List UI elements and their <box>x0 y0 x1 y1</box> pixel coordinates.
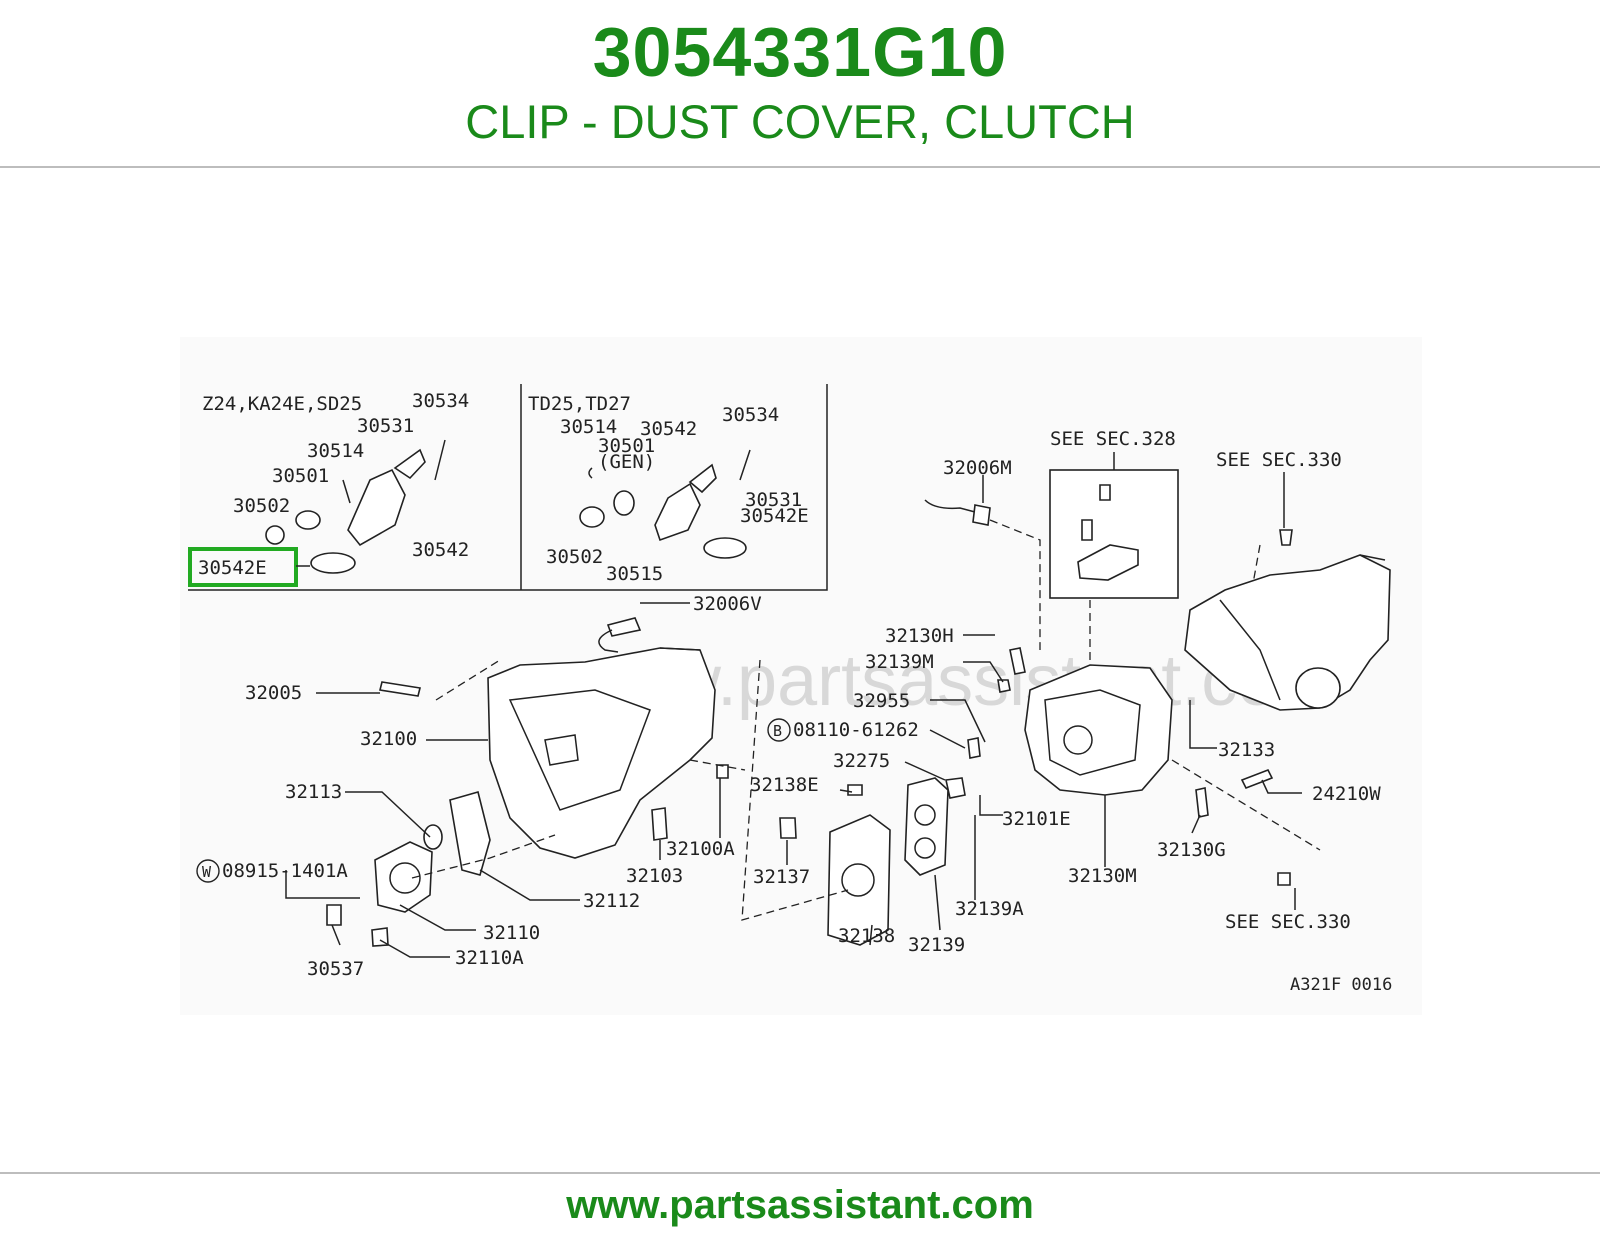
label-30501-right: 30501 <box>598 435 655 457</box>
transmission-case <box>967 647 1274 818</box>
label-32110[interactable]: 32110 <box>483 922 540 944</box>
rear-extension-housing <box>1184 529 1391 886</box>
label-30542-right: 30542 <box>640 418 697 440</box>
b-badge-icon <box>767 718 791 742</box>
highlight-box <box>188 547 298 587</box>
cover-plate <box>1077 544 1139 581</box>
label-32006M[interactable]: 32006M <box>943 457 1012 479</box>
header-divider <box>0 166 1600 168</box>
label-32133[interactable]: 32133 <box>1218 739 1275 761</box>
label-32130G[interactable]: 32130G <box>1157 839 1226 861</box>
footer-divider <box>0 1172 1600 1174</box>
label-30502-left: 30502 <box>233 495 290 517</box>
label-30542E-right: 30542E <box>740 505 809 527</box>
label-32955[interactable]: 32955 <box>853 690 910 712</box>
label-30514-left: 30514 <box>307 440 364 462</box>
label-see-sec-330-top[interactable]: SEE SEC.330 <box>1216 449 1342 471</box>
label-30534-right: 30534 <box>722 404 779 426</box>
label-30531-left: 30531 <box>357 415 414 437</box>
highlighted-part-label[interactable]: 30542E <box>198 557 267 579</box>
label-08110-61262[interactable]: 08110-61262 <box>793 719 919 741</box>
label-32101E[interactable]: 32101E <box>1002 808 1071 830</box>
w-badge-icon <box>196 859 220 883</box>
label-30534-left: 30534 <box>412 390 469 412</box>
part-number-title: 3054331G10 <box>592 13 1008 91</box>
leader-lines <box>285 472 1302 958</box>
label-32005[interactable]: 32005 <box>245 682 302 704</box>
cover-bolt <box>1081 519 1093 541</box>
label-32139A[interactable]: 32139A <box>955 898 1024 920</box>
see-sec-328-box <box>1049 469 1179 599</box>
label-gen: (GEN) <box>598 451 655 473</box>
footer-url[interactable]: www.partsassistant.com <box>566 1183 1034 1227</box>
b-badge-letter: B <box>773 722 782 740</box>
label-30537[interactable]: 30537 <box>307 958 364 980</box>
w-badge-letter: W <box>202 863 212 881</box>
part-description: CLIP - DUST COVER, CLUTCH <box>465 95 1135 148</box>
label-32112[interactable]: 32112 <box>583 890 640 912</box>
sensor-32006M <box>924 499 991 526</box>
label-32110A[interactable]: 32110A <box>455 947 524 969</box>
cover-bolt <box>1099 484 1111 501</box>
label-see-sec-330-bottom[interactable]: SEE SEC.330 <box>1225 911 1351 933</box>
label-30514-right: 30514 <box>560 416 617 438</box>
label-32130M[interactable]: 32130M <box>1068 865 1137 887</box>
label-30502-right: 30502 <box>546 546 603 568</box>
label-30515: 30515 <box>606 563 663 585</box>
label-32100[interactable]: 32100 <box>360 728 417 750</box>
label-30542-left: 30542 <box>412 539 469 561</box>
right-inset-parts <box>579 449 751 559</box>
label-32100A[interactable]: 32100A <box>666 838 735 860</box>
label-32006V[interactable]: 32006V <box>693 593 762 615</box>
label-30531-right: 30531 <box>745 489 802 511</box>
center-plates <box>779 777 966 946</box>
label-30501-left: 30501 <box>272 465 329 487</box>
label-32139M[interactable]: 32139M <box>865 651 934 673</box>
inset-frame <box>188 384 828 591</box>
page-header: 3054331G10 CLIP - DUST COVER, CLUTCH <box>0 0 1600 168</box>
label-32137[interactable]: 32137 <box>753 866 810 888</box>
label-32139[interactable]: 32139 <box>908 934 965 956</box>
figure-code: A321F 0016 <box>1290 975 1392 995</box>
inset-right-title: TD25,TD27 <box>528 393 631 415</box>
left-inset-parts <box>265 439 446 574</box>
label-see-sec-328[interactable]: SEE SEC.328 <box>1050 428 1176 450</box>
label-32138[interactable]: 32138 <box>838 925 895 947</box>
label-32103[interactable]: 32103 <box>626 865 683 887</box>
label-32130H[interactable]: 32130H <box>885 625 954 647</box>
bell-housing <box>326 617 729 947</box>
label-08915-1401A[interactable]: 08915-1401A <box>222 860 348 882</box>
label-24210W[interactable]: 24210W <box>1312 783 1381 805</box>
label-32275[interactable]: 32275 <box>833 750 890 772</box>
label-32113[interactable]: 32113 <box>285 781 342 803</box>
inset-left-title: Z24,KA24E,SD25 <box>202 393 362 415</box>
label-32138E[interactable]: 32138E <box>750 774 819 796</box>
